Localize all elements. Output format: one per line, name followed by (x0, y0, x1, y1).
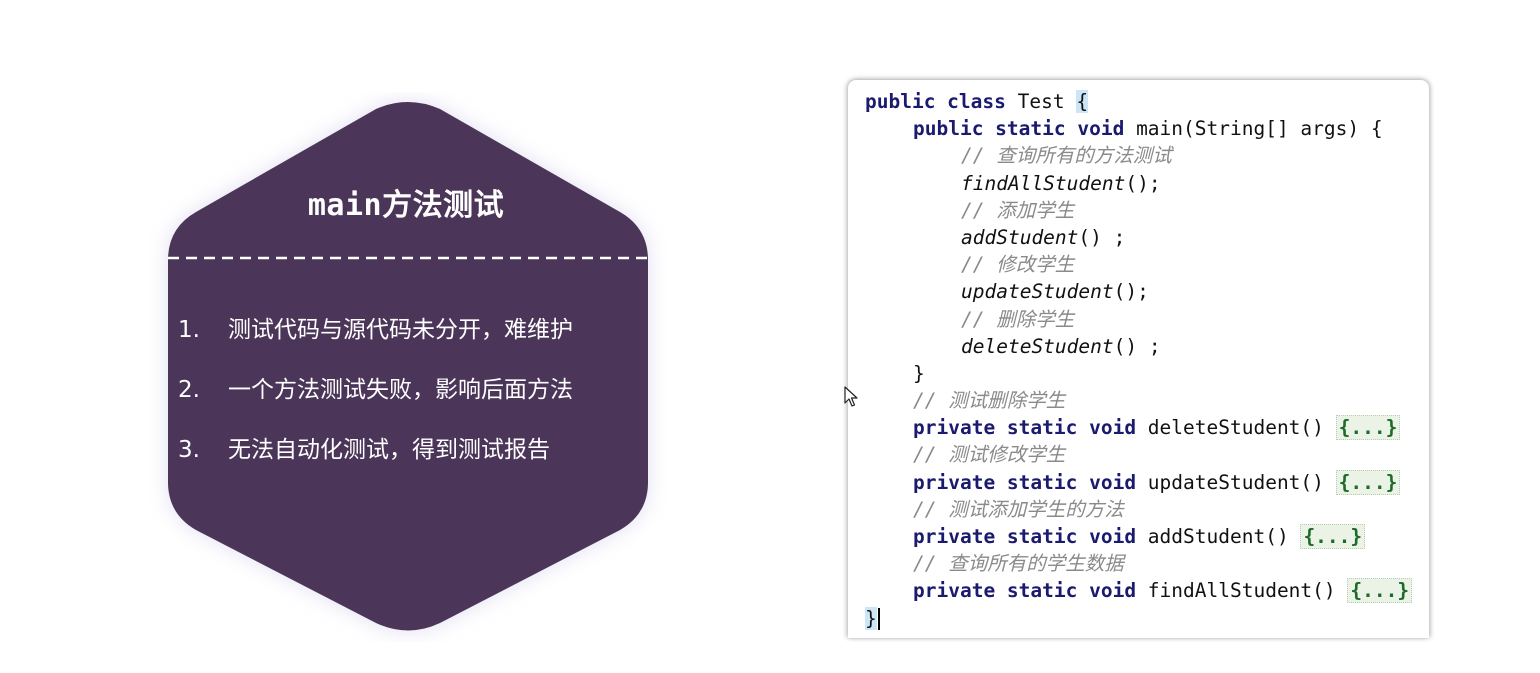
code-comment: // 删除学生 (961, 307, 1075, 331)
method-call: addStudent (961, 225, 1079, 249)
keyword: private static void (913, 416, 1137, 440)
keyword: private static void (913, 579, 1137, 603)
matched-brace: { (1076, 90, 1089, 113)
code-line-call: deleteStudent() ; (865, 333, 1412, 360)
list-item-text: 无法自动化测试，得到测试报告 (228, 437, 550, 463)
code-line-method-decl: private static void addStudent() {...} (865, 523, 1412, 550)
list-item: 2. 一个方法测试失败，影响后面方法 (178, 370, 638, 430)
code-closing-brace: } (913, 361, 925, 385)
list-item-number: 1. (178, 317, 200, 343)
hexagon-shape (168, 102, 648, 631)
list-item-number: 3. (178, 437, 200, 463)
keyword: public static void (913, 117, 1125, 141)
list-item: 1. 测试代码与源代码未分开，难维护 (178, 310, 638, 370)
code-block[interactable]: public class Test { public static void m… (865, 88, 1413, 632)
method-signature: updateStudent() (1136, 470, 1336, 494)
method-signature: addStudent() (1136, 525, 1301, 548)
keyword: private static void (913, 525, 1137, 548)
folded-block-toggle[interactable]: {...} (1335, 415, 1401, 441)
code-comment: // 查询所有的方法测试 (961, 144, 1172, 168)
list-item: 3. 无法自动化测试，得到测试报告 (178, 430, 638, 490)
method-signature: deleteStudent() (1136, 416, 1336, 440)
main-method-card: main方法测试 1. 测试代码与源代码未分开，难维护 2. 一个方法测试失败，… (148, 92, 668, 642)
code-line-call: addStudent() ; (865, 224, 1412, 251)
call-args: (); (1113, 280, 1149, 304)
code-line-class-decl: public class Test { (865, 88, 1412, 115)
method-signature: findAllStudent() (1136, 579, 1348, 603)
code-comment: // 测试删除学生 (913, 389, 1066, 413)
code-comment: // 测试修改学生 (913, 443, 1066, 467)
keyword: public class (865, 90, 1006, 113)
list-item-text: 测试代码与源代码未分开，难维护 (228, 317, 573, 343)
method-call: updateStudent (961, 280, 1114, 304)
folded-block-toggle[interactable]: {...} (1347, 578, 1413, 604)
method-signature: main(String[] args) { (1124, 117, 1383, 141)
code-line-main-decl: public static void main(String[] args) { (865, 115, 1412, 142)
keyword: private static void (913, 470, 1137, 494)
call-args: (); (1125, 171, 1161, 195)
code-line-call: findAllStudent(); (865, 170, 1412, 197)
list-item-number: 2. (178, 377, 200, 403)
code-line-call: updateStudent(); (865, 278, 1412, 305)
code-line-method-decl: private static void updateStudent() {...… (865, 469, 1412, 496)
text-caret (877, 608, 880, 631)
code-line-method-decl: private static void deleteStudent() {...… (865, 414, 1412, 441)
call-args: () ; (1078, 225, 1126, 249)
call-args: () ; (1113, 334, 1161, 358)
code-line-class-end: } (865, 605, 1412, 632)
code-comment: // 测试添加学生的方法 (913, 497, 1124, 521)
card-title: main方法测试 (307, 188, 505, 223)
method-call: deleteStudent (961, 334, 1114, 358)
matched-brace: } (865, 606, 877, 630)
code-comment: // 查询所有的学生数据 (913, 552, 1124, 576)
code-comment: // 添加学生 (961, 198, 1075, 222)
folded-block-toggle[interactable]: {...} (1300, 524, 1366, 549)
code-line-method-decl: private static void findAllStudent() {..… (865, 577, 1413, 604)
class-name: Test (1005, 90, 1077, 113)
list-item-text: 一个方法测试失败，影响后面方法 (228, 377, 573, 403)
code-editor-panel[interactable]: public class Test { public static void m… (848, 80, 1429, 638)
folded-block-toggle[interactable]: {...} (1335, 469, 1401, 495)
method-call: findAllStudent (961, 171, 1126, 195)
issue-list: 1. 测试代码与源代码未分开，难维护 2. 一个方法测试失败，影响后面方法 3.… (178, 310, 638, 490)
mouse-pointer-icon (844, 386, 858, 407)
code-comment: // 修改学生 (961, 253, 1075, 277)
